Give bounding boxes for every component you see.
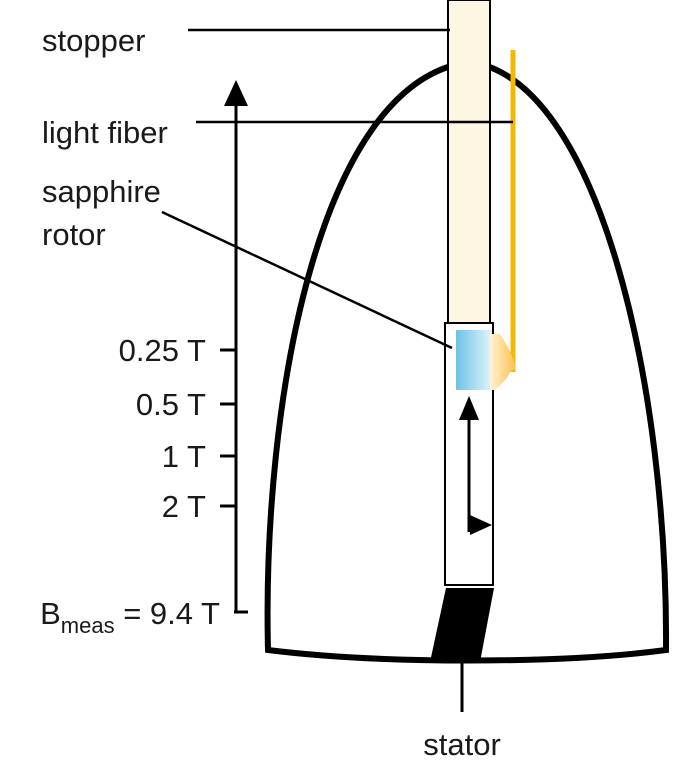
bmeas-label: Bmeas = 9.4 T — [40, 596, 220, 638]
field-axis-tick-label: 1 T — [162, 439, 206, 474]
field-axis-tick-label: 0.25 T — [119, 333, 206, 368]
shuttle-arrow-up-head — [459, 396, 479, 420]
bmeas-value: = 9.4 T — [115, 596, 220, 631]
shuttle-arrow-right-head — [470, 515, 492, 535]
field-axis-arrowhead — [224, 80, 248, 106]
stopper-label: stopper — [42, 23, 145, 58]
sapphire-leader — [161, 210, 453, 350]
bmeas-subscript: meas — [61, 613, 115, 638]
shuttle-tube — [444, 322, 494, 586]
light-fiber-label: light fiber — [42, 115, 168, 150]
sapphire-label-line2: rotor — [42, 217, 106, 252]
field-axis-tick-label: 0.5 T — [136, 387, 206, 422]
field-axis-tick-label: 2 T — [162, 489, 206, 524]
stopper-rod — [447, 0, 491, 324]
sapphire-rotor — [456, 330, 492, 390]
stator-label: stator — [423, 727, 501, 760]
stator-block — [430, 588, 494, 662]
light-coupler-lens — [490, 334, 516, 390]
sapphire-label-line1: sapphire — [42, 174, 161, 209]
bmeas-symbol: B — [40, 596, 61, 631]
magnet-bore-outline — [264, 58, 670, 664]
